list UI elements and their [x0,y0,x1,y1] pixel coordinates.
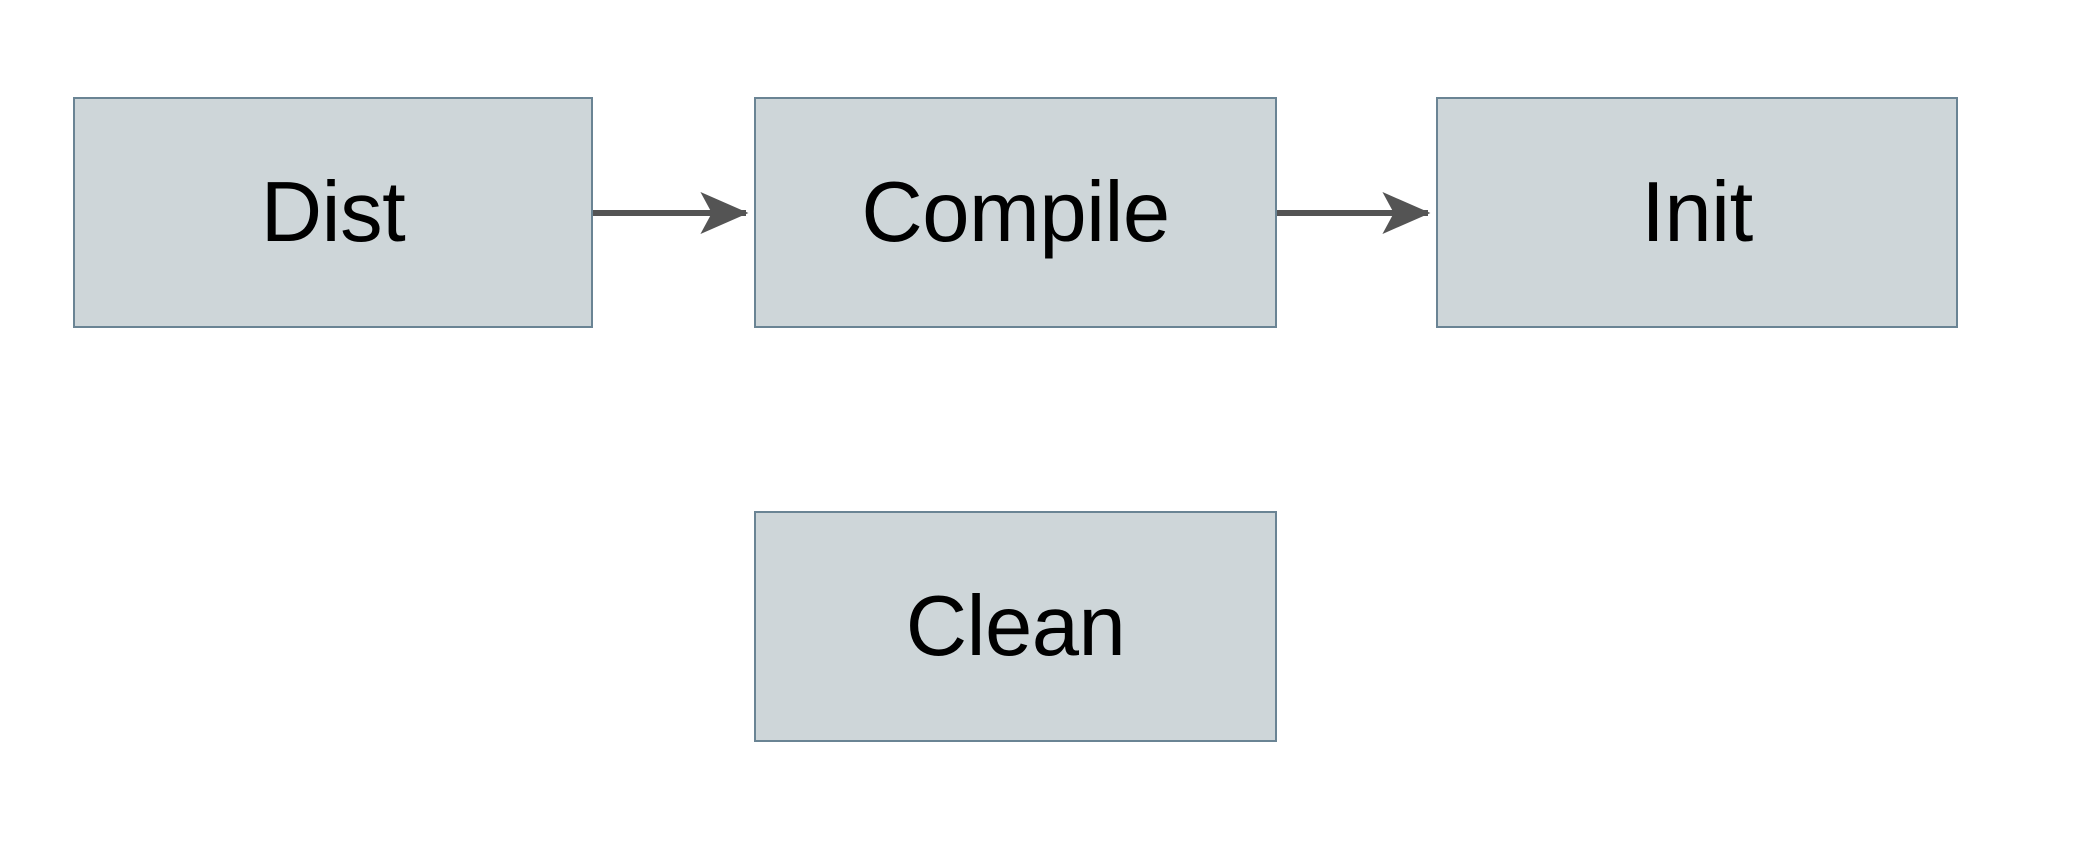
node-compile-label: Compile [861,165,1170,260]
node-dist[interactable]: Dist [73,97,593,328]
node-compile[interactable]: Compile [754,97,1277,328]
node-clean-label: Clean [905,579,1126,674]
node-init-label: Init [1641,165,1753,260]
node-init[interactable]: Init [1436,97,1958,328]
node-clean[interactable]: Clean [754,511,1277,742]
node-dist-label: Dist [260,165,406,260]
